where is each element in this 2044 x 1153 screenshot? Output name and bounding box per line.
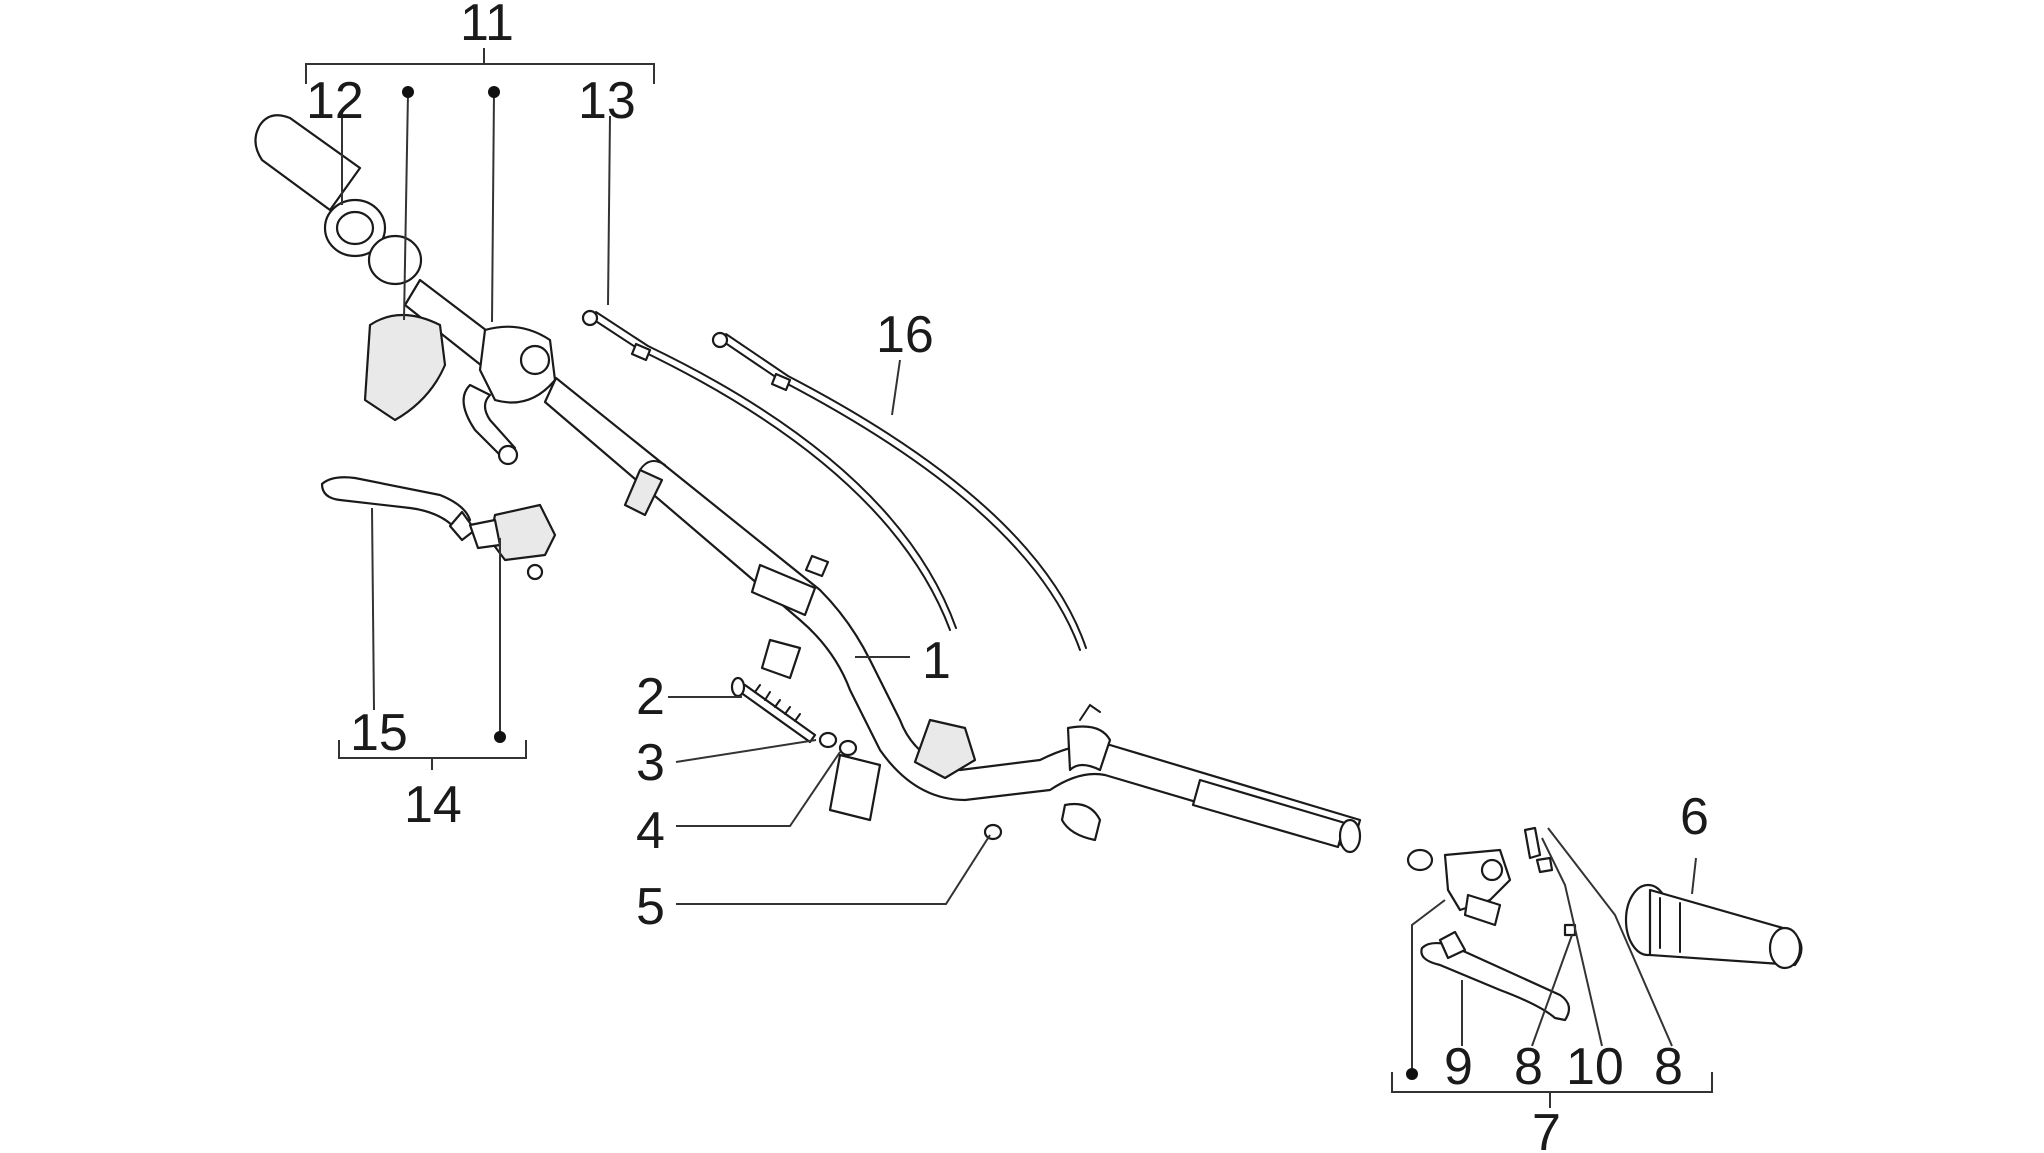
callout-14: 14 bbox=[404, 776, 462, 834]
callout-11: 11 bbox=[460, 0, 514, 52]
left-brake-lever bbox=[320, 476, 477, 542]
dot-7 bbox=[1406, 1068, 1418, 1080]
callout-labels: 11 12 13 16 1 2 3 4 5 15 14 6 9 8 10 8 7 bbox=[306, 0, 1709, 1153]
callout-5: 5 bbox=[636, 878, 665, 936]
dot-11-left bbox=[402, 86, 414, 98]
callout-7: 7 bbox=[1532, 1104, 1561, 1153]
bracket-dots bbox=[402, 86, 1418, 1080]
callout-2: 2 bbox=[636, 668, 665, 726]
callout-1: 1 bbox=[922, 632, 951, 690]
cables bbox=[581, 309, 1087, 651]
callout-9: 9 bbox=[1444, 1038, 1473, 1096]
right-lever-assembly bbox=[1406, 826, 1577, 1022]
callout-8-left: 8 bbox=[1514, 1038, 1543, 1096]
left-grip-assembly bbox=[254, 114, 557, 466]
callout-8-right: 8 bbox=[1654, 1038, 1683, 1096]
dot-14 bbox=[494, 731, 506, 743]
leader-lines bbox=[305, 48, 1713, 1108]
callout-12: 12 bbox=[306, 72, 364, 130]
callout-13: 13 bbox=[578, 72, 636, 130]
callout-6: 6 bbox=[1680, 788, 1709, 846]
dot-11-right bbox=[488, 86, 500, 98]
right-grip bbox=[1624, 883, 1803, 970]
callout-10: 10 bbox=[1566, 1038, 1624, 1096]
left-master-cylinder bbox=[468, 503, 557, 581]
callout-16: 16 bbox=[876, 306, 934, 364]
callout-3: 3 bbox=[636, 734, 665, 792]
handlebar-tube bbox=[543, 376, 1362, 854]
callout-4: 4 bbox=[636, 802, 665, 860]
callout-15: 15 bbox=[350, 704, 408, 762]
